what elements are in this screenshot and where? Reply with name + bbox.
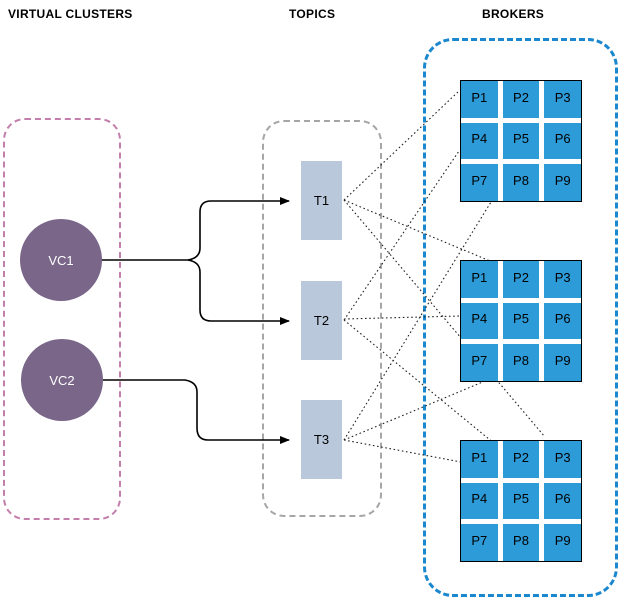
partition-cell: P6 bbox=[544, 302, 581, 340]
partition-cell: P8 bbox=[502, 344, 540, 381]
partition-cell: P8 bbox=[502, 164, 540, 201]
vc2-label: VC2 bbox=[49, 372, 75, 388]
partition-cell: P5 bbox=[502, 302, 540, 340]
virtual-cluster-node-vc2: VC2 bbox=[21, 339, 103, 421]
virtual-clusters-header: VIRTUAL CLUSTERS bbox=[8, 7, 133, 21]
partition-cell: P6 bbox=[544, 482, 581, 520]
partition-cell: P5 bbox=[502, 482, 540, 520]
partition-cell: P9 bbox=[544, 164, 581, 201]
partition-cell: P7 bbox=[461, 524, 498, 561]
arrow-vc1-to-t1 bbox=[101, 197, 290, 261]
partition-cell: P4 bbox=[461, 302, 498, 340]
t1-label: T1 bbox=[313, 193, 330, 208]
partition-cell: P6 bbox=[544, 122, 581, 160]
partition-cell: P2 bbox=[502, 441, 540, 478]
virtual-clusters-group bbox=[3, 118, 121, 520]
topic-node-t1: T1 bbox=[301, 161, 342, 240]
partition-cell: P9 bbox=[544, 344, 581, 381]
partition-cell: P3 bbox=[544, 441, 581, 478]
partition-cell: P3 bbox=[544, 81, 581, 118]
partition-cell: P2 bbox=[502, 261, 540, 298]
partition-cell: P7 bbox=[461, 164, 498, 201]
partition-cell: P7 bbox=[461, 344, 498, 381]
partition-cell: P4 bbox=[461, 122, 498, 160]
virtual-cluster-node-vc1: VC1 bbox=[20, 219, 102, 301]
topic-node-t3: T3 bbox=[301, 400, 342, 479]
t2-label: T2 bbox=[313, 313, 330, 328]
partition-cell: P5 bbox=[502, 122, 540, 160]
partition-cell: P4 bbox=[461, 482, 498, 520]
partition-cell: P3 bbox=[544, 261, 581, 298]
partition-cell: P1 bbox=[461, 261, 498, 298]
brokers-header: BROKERS bbox=[482, 7, 545, 21]
partition-cell: P8 bbox=[502, 524, 540, 561]
vc1-label: VC1 bbox=[48, 252, 74, 268]
partition-cell: P9 bbox=[544, 524, 581, 561]
partition-cell: P1 bbox=[461, 81, 498, 118]
topic-node-t2: T2 bbox=[301, 281, 342, 360]
partition-cell: P2 bbox=[502, 81, 540, 118]
topics-header: TOPICS bbox=[289, 7, 336, 21]
partition-cell: P1 bbox=[461, 441, 498, 478]
solid-arrows bbox=[101, 197, 290, 444]
t3-label: T3 bbox=[313, 432, 330, 447]
